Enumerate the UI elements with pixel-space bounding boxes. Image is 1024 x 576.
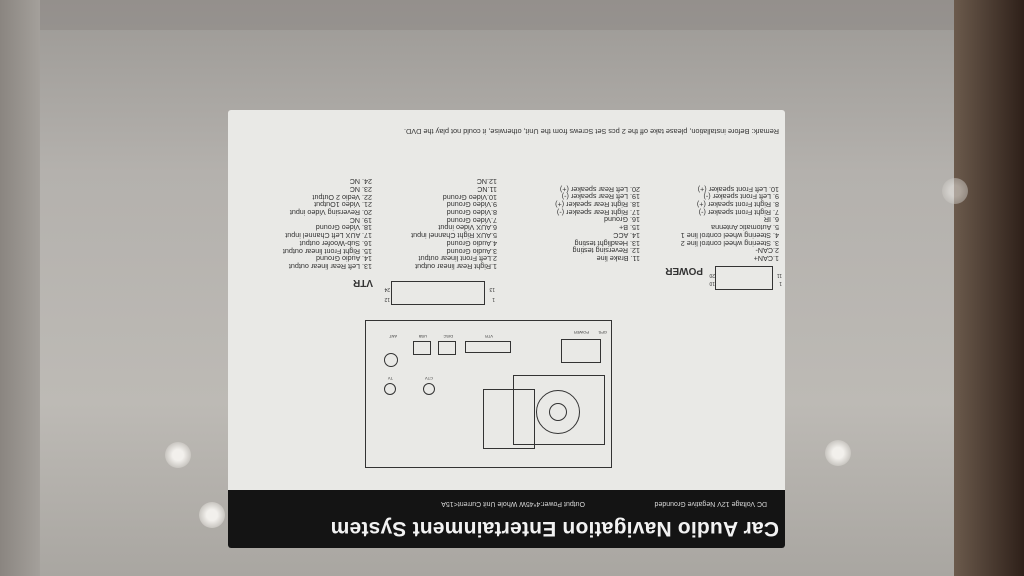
unit-diagram: GPS POWER VTR DISC USB ANT TV CTV <box>365 320 612 468</box>
power-pins-col2: 11. Brake line 12. Reversing testing 13.… <box>555 184 640 263</box>
pin-item: 22. Vedio 2 Output <box>312 192 372 202</box>
pin-item: 13. Left Rear linear output <box>288 262 372 271</box>
pin-item: 16. Ground <box>604 215 640 225</box>
pin-item: 15. B+ <box>619 223 640 233</box>
vtr-connector-drawing <box>391 281 485 305</box>
screw-hole <box>165 442 191 468</box>
power-pin-10: 10 <box>709 280 715 286</box>
screw-hole <box>825 440 851 466</box>
installation-remark: Remark: Before installation, please take… <box>403 127 779 136</box>
screw-hole <box>199 502 225 528</box>
pin-item: 13. Headlight testing <box>574 238 640 248</box>
pin-item: 7.Video Ground <box>446 215 497 225</box>
pin-item: 10. Left Front speaker (+) <box>697 184 779 194</box>
pin-item: 4.Audio Ground <box>446 238 497 248</box>
chassis-edge <box>0 0 1024 30</box>
pin-item: 14. ACC <box>613 230 640 240</box>
power-pin-1: 1 <box>779 280 782 286</box>
pin-item: 5.AUX Right Channel input <box>411 231 497 241</box>
pin-item: 12.NC <box>476 177 497 187</box>
cvbs-jack <box>423 383 435 395</box>
power-pins-col1: 1.CAN+ 2.CAN- 3. Steering wheel control … <box>680 184 780 263</box>
vtr-title: VTR <box>353 277 373 288</box>
spec-voltage: DC Voltage 12V Negative Grounded <box>654 500 767 507</box>
pin-item: 23. NC <box>349 184 372 194</box>
port-label-gps: GPS <box>598 330 607 335</box>
pin-item: 11.NC <box>477 184 497 194</box>
vtr-pin-12: 12 <box>384 296 390 302</box>
power-title: POWER <box>665 265 703 276</box>
vtr-pins-col1: 1.Right Rear linear output 2.Left Front … <box>411 177 497 271</box>
pin-item: 17. Right Rear speaker (-) <box>556 207 640 217</box>
title-band: Car Audio Navigation Entertainment Syste… <box>228 490 785 548</box>
port-label-usb: USB <box>418 334 427 339</box>
pin-item: 18. Right Rear speaker (+) <box>555 200 640 210</box>
pin-item: 9. Left Front speaker (-) <box>703 192 780 202</box>
spec-output: Output Power:4*45W Whole Unit Current<15… <box>441 500 585 507</box>
pin-item: 20. Left Rear speaker (+) <box>559 184 640 194</box>
product-label: Car Audio Navigation Entertainment Syste… <box>228 110 785 548</box>
power-pin-20: 20 <box>709 272 715 278</box>
power-socket <box>561 339 601 363</box>
antenna-jack <box>384 353 398 367</box>
usb-socket <box>413 341 431 355</box>
vtr-pin-1: 1 <box>492 296 495 302</box>
pin-item: 2.Left Front linear output <box>418 254 497 264</box>
fan-icon <box>536 390 580 434</box>
pin-item: 8. Right Front speaker (+) <box>696 200 779 210</box>
pin-item: 17. AUX Left Channel input <box>285 231 372 241</box>
label-title: Car Audio Navigation Entertainment Syste… <box>330 517 779 540</box>
vtr-socket <box>465 341 511 353</box>
port-label-tv: TV <box>387 376 393 381</box>
pin-item: 11. Brake line <box>596 254 640 263</box>
port-label-power: POWER <box>573 330 589 335</box>
pin-item: 10.Video Ground <box>442 192 497 202</box>
tv-jack <box>384 383 396 395</box>
pin-item: 8.Video Ground <box>446 208 497 218</box>
vtr-pin-24: 24 <box>384 286 390 292</box>
pin-item: 24. NC <box>349 177 372 187</box>
screw-hole <box>942 178 968 204</box>
vtr-pins-col2: 13. Left Rear linear output 14. Audio Gr… <box>282 177 372 271</box>
pin-item: 3. Steering wheel control line 2 <box>680 238 779 248</box>
pin-item: 20. Reversing Video input <box>289 208 372 218</box>
port-label-disc: DISC <box>443 334 453 339</box>
pin-item: 15. Right Front linear output <box>282 246 372 256</box>
pin-item: 9.Video Ground <box>446 200 497 210</box>
pin-item: 4. Steering wheel control line 1 <box>680 230 779 240</box>
power-pin-11: 11 <box>776 272 782 278</box>
pin-item: 7. Right Front speaker (-) <box>698 207 779 217</box>
chassis-left-edge <box>0 0 40 576</box>
pin-item: 1.CAN+ <box>753 254 779 263</box>
port-label-vtr: VTR <box>485 334 493 339</box>
pin-item: 2.CAN- <box>755 246 779 256</box>
pin-item: 19. Left Rear speaker (-) <box>561 192 640 202</box>
port-label-ant: ANT <box>389 334 397 339</box>
port-label-ctv: CTV <box>425 376 433 381</box>
dark-background <box>954 0 1024 576</box>
disc-socket <box>438 341 456 355</box>
power-connector-drawing <box>715 266 773 290</box>
pin-item: 1.Right Rear linear output <box>415 262 497 271</box>
pin-item: 12. Reversing testing <box>572 246 640 256</box>
vtr-pin-13: 13 <box>489 286 495 292</box>
pin-item: 16. Sub-Woofer output <box>299 238 372 248</box>
fan-bracket <box>513 375 605 445</box>
